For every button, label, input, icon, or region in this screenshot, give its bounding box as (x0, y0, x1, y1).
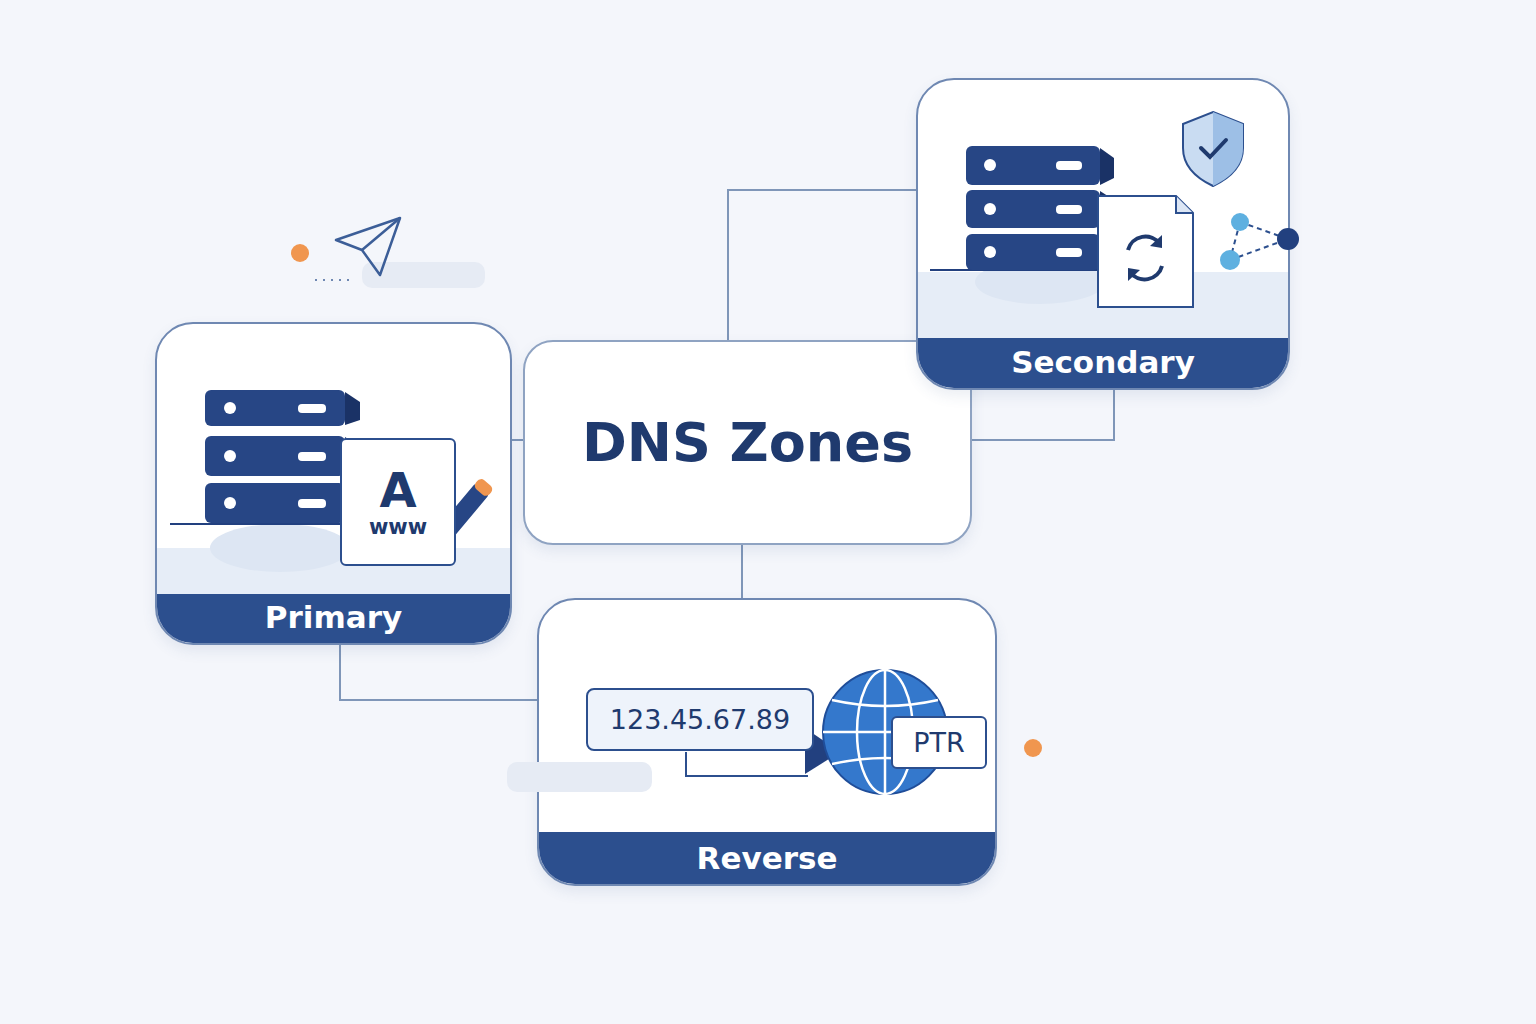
shield-icon (1183, 112, 1243, 186)
connector-line (728, 190, 916, 340)
card-label-band: Reverse (539, 832, 995, 884)
connector-line (340, 645, 537, 700)
node-label: Reverse (697, 840, 838, 876)
orange-dot (1024, 739, 1042, 757)
zone-card: Secondary (916, 78, 1290, 390)
node-label: A (379, 465, 416, 515)
server-stack (930, 146, 1114, 270)
node-label: Primary (265, 599, 402, 635)
ip-address-box: 123.45.67.89 (586, 688, 814, 751)
light-bar (507, 762, 652, 792)
orange-dot (291, 244, 309, 262)
server-stack (170, 390, 360, 524)
record-tag: PTR (891, 716, 987, 769)
card-shade (210, 524, 350, 572)
lookup-arrow (686, 728, 840, 776)
zone-card: Reverse 123.45.67.89PTR (537, 598, 997, 886)
globe-icon (823, 670, 947, 794)
card-label-band: Primary (157, 591, 510, 643)
card-shade (918, 272, 1288, 338)
network-icon (1220, 213, 1299, 270)
zone-hub-box: DNS Zones (523, 340, 972, 545)
light-bar (362, 262, 485, 288)
node-label: 123.45.67.89 (610, 704, 790, 735)
card-label-band: Secondary (918, 336, 1288, 388)
node-label: Secondary (1011, 344, 1195, 380)
pencil-icon (415, 477, 494, 567)
sync-document (1098, 196, 1193, 307)
zone-card: Primary Awww (155, 322, 512, 645)
node-label: PTR (913, 727, 965, 758)
card-shade (975, 260, 1105, 304)
node-sublabel: www (369, 515, 427, 539)
connector-line (512, 439, 523, 441)
card-shade (157, 548, 510, 594)
connector-line (972, 390, 1114, 440)
paper-plane (336, 218, 400, 275)
dotted-line (315, 279, 352, 281)
node-label: DNS Zones (582, 411, 913, 474)
connector-line (741, 545, 743, 598)
record-document: Awww (340, 438, 456, 566)
